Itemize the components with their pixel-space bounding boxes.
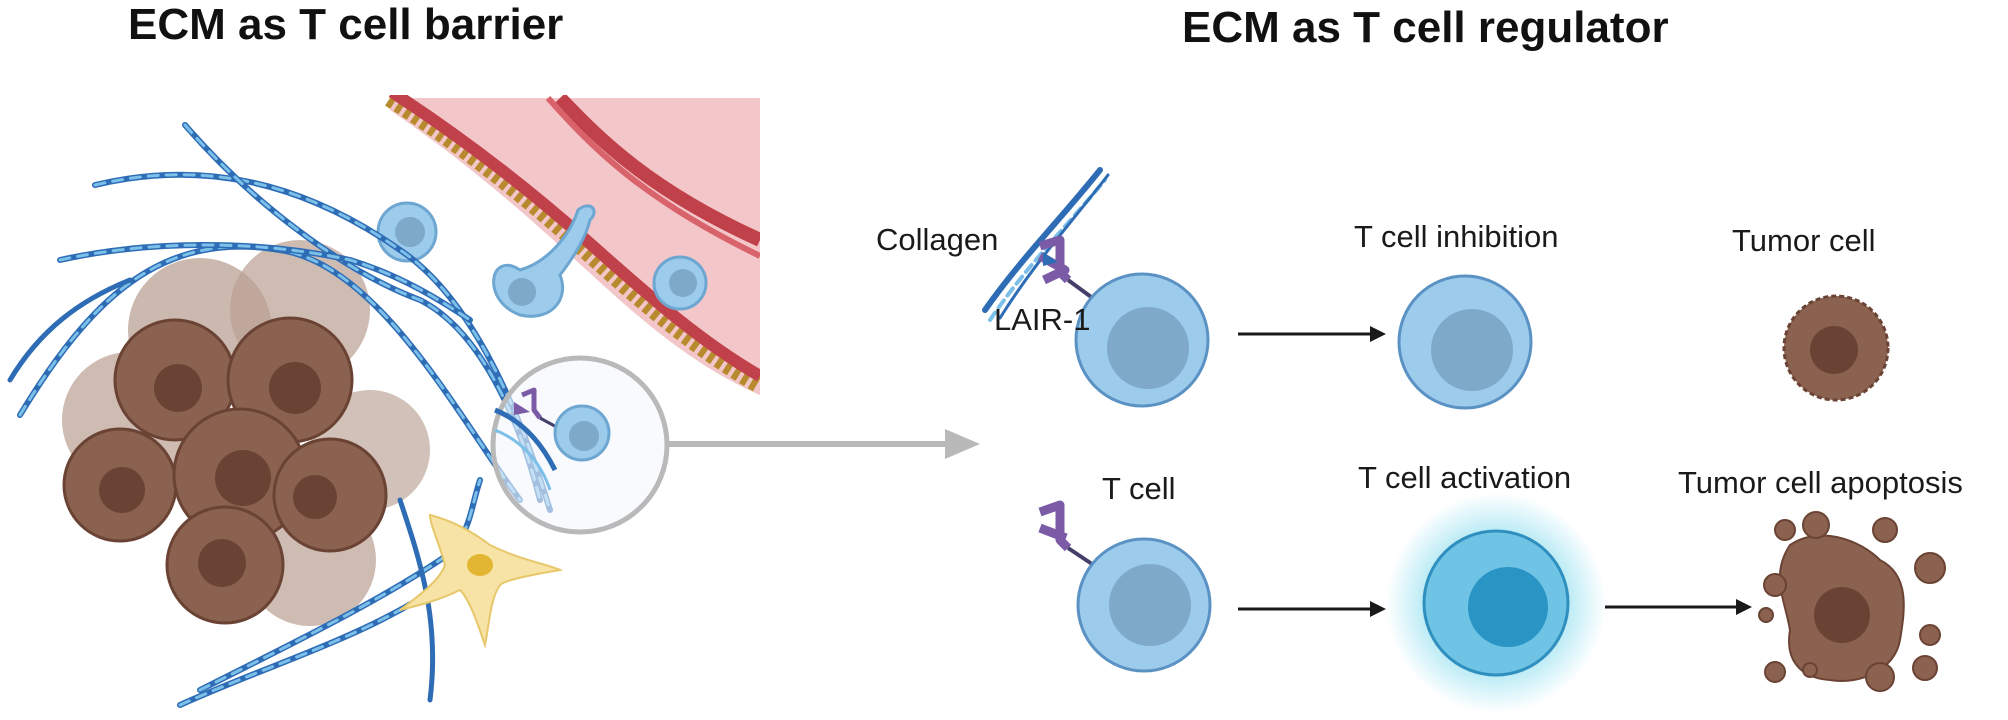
- inhibited-t-cell: [1397, 274, 1533, 410]
- tumor-cell-apoptosis-label: Tumor cell apoptosis: [1678, 465, 1963, 500]
- t-cell-bottom-left: [1076, 537, 1212, 673]
- t-cell-receptor-bottom: [1038, 500, 1100, 570]
- tumor-cell-top: [1782, 294, 1890, 402]
- t-cell-label: T cell: [1102, 471, 1176, 506]
- arrow-to-apoptosis: [1605, 599, 1752, 615]
- lair1-label: LAIR-1: [994, 302, 1091, 337]
- arrow-to-inhibition: [1238, 326, 1386, 342]
- tumor-cell-label: Tumor cell: [1732, 223, 1876, 258]
- migrating-t-cell: [492, 204, 596, 318]
- t-cell-top-left: [1074, 272, 1210, 408]
- fibroblast: [399, 513, 564, 649]
- left-panel-title: ECM as T cell barrier: [128, 0, 564, 49]
- zoom-arrow: [668, 429, 980, 459]
- t-cell-activation-label: T cell activation: [1358, 460, 1572, 495]
- collagen-label: Collagen: [876, 222, 999, 257]
- activated-t-cell: [1386, 493, 1606, 713]
- zoom-circle: [490, 355, 670, 535]
- apoptotic-tumor-cell: [1758, 511, 1946, 692]
- right-panel-title: ECM as T cell regulator: [1182, 3, 1669, 52]
- tumor-mass: [62, 240, 430, 626]
- t-cell-inhibition-label: T cell inhibition: [1354, 219, 1559, 254]
- arrow-to-activation: [1238, 601, 1386, 617]
